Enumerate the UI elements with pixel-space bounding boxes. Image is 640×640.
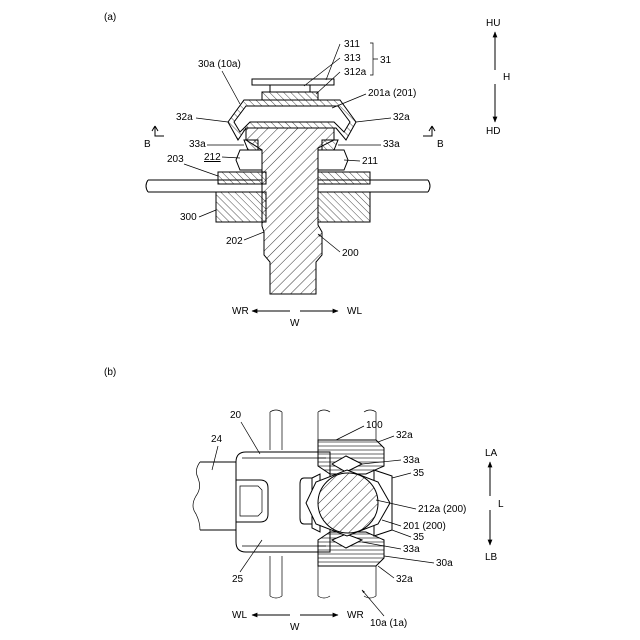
label-32a-left: 32a xyxy=(176,112,193,123)
label-32a-top: 32a xyxy=(396,430,413,441)
label-300: 300 xyxy=(180,212,197,223)
member-24 xyxy=(193,462,236,530)
figure-b: (b) xyxy=(104,367,504,633)
label-200: 200 xyxy=(342,248,359,259)
figure-a: (a) 311 313 312a 31 xyxy=(104,12,510,329)
label-212: 212 xyxy=(204,152,221,163)
claw-33a-right xyxy=(322,140,338,150)
brace-31 xyxy=(370,43,378,75)
label-201a: 201a (201) xyxy=(368,88,416,99)
label-211: 211 xyxy=(362,156,378,167)
dir-label-wr-a: WR xyxy=(232,306,249,317)
dir-label-h: H xyxy=(503,72,510,83)
dir-label-lb: LB xyxy=(485,552,498,563)
part-311 xyxy=(252,79,334,85)
label-201: 201 (200) xyxy=(403,521,446,532)
label-25: 25 xyxy=(232,574,244,585)
block-300-right xyxy=(318,192,370,222)
dir-label-wl-b: WL xyxy=(232,610,247,621)
label-32a-right: 32a xyxy=(393,112,410,123)
label-32a-bottom: 32a xyxy=(396,574,413,585)
dir-label-w-a: W xyxy=(290,318,300,329)
label-b-left: B xyxy=(144,139,151,150)
part-313 xyxy=(270,85,310,92)
dir-label-hd: HD xyxy=(486,126,500,137)
label-311: 311 xyxy=(344,39,360,50)
washer-203-left xyxy=(218,172,266,184)
label-30a-10a: 30a (10a) xyxy=(198,59,241,70)
label-33a-right: 33a xyxy=(383,139,400,150)
panel-label-a: (a) xyxy=(104,12,116,23)
label-202: 202 xyxy=(226,236,243,247)
shaft-section-212a xyxy=(318,473,378,533)
label-30a-b: 30a xyxy=(436,558,453,569)
label-33a-bottom: 33a xyxy=(403,544,420,555)
label-24: 24 xyxy=(211,434,223,445)
collar-211 xyxy=(318,150,348,170)
part-312a xyxy=(262,92,318,100)
label-10a-1a: 10a (1a) xyxy=(370,618,407,629)
dir-label-w-b: W xyxy=(290,622,300,633)
label-203: 203 xyxy=(167,154,184,165)
block-300-left xyxy=(216,192,266,222)
dir-label-wr-b: WR xyxy=(347,610,364,621)
claw-33a-left xyxy=(244,140,258,150)
washer-203-right xyxy=(318,172,370,184)
label-313: 313 xyxy=(344,53,361,64)
dir-label-hu: HU xyxy=(486,18,500,29)
panel-label-b: (b) xyxy=(104,367,116,378)
label-100: 100 xyxy=(366,420,383,431)
label-212a: 212a (200) xyxy=(418,504,466,515)
dir-label-l: L xyxy=(498,499,504,510)
label-35-bottom: 35 xyxy=(413,532,425,543)
label-33a-top: 33a xyxy=(403,455,420,466)
dir-label-la: LA xyxy=(485,448,498,459)
label-312a: 312a xyxy=(344,67,367,78)
label-35-top: 35 xyxy=(413,468,425,479)
label-33a-left: 33a xyxy=(189,139,206,150)
label-20: 20 xyxy=(230,410,242,421)
label-31: 31 xyxy=(380,55,392,66)
label-b-right: B xyxy=(437,139,444,150)
collar-212 xyxy=(236,150,262,170)
dir-label-wl-a: WL xyxy=(347,306,362,317)
